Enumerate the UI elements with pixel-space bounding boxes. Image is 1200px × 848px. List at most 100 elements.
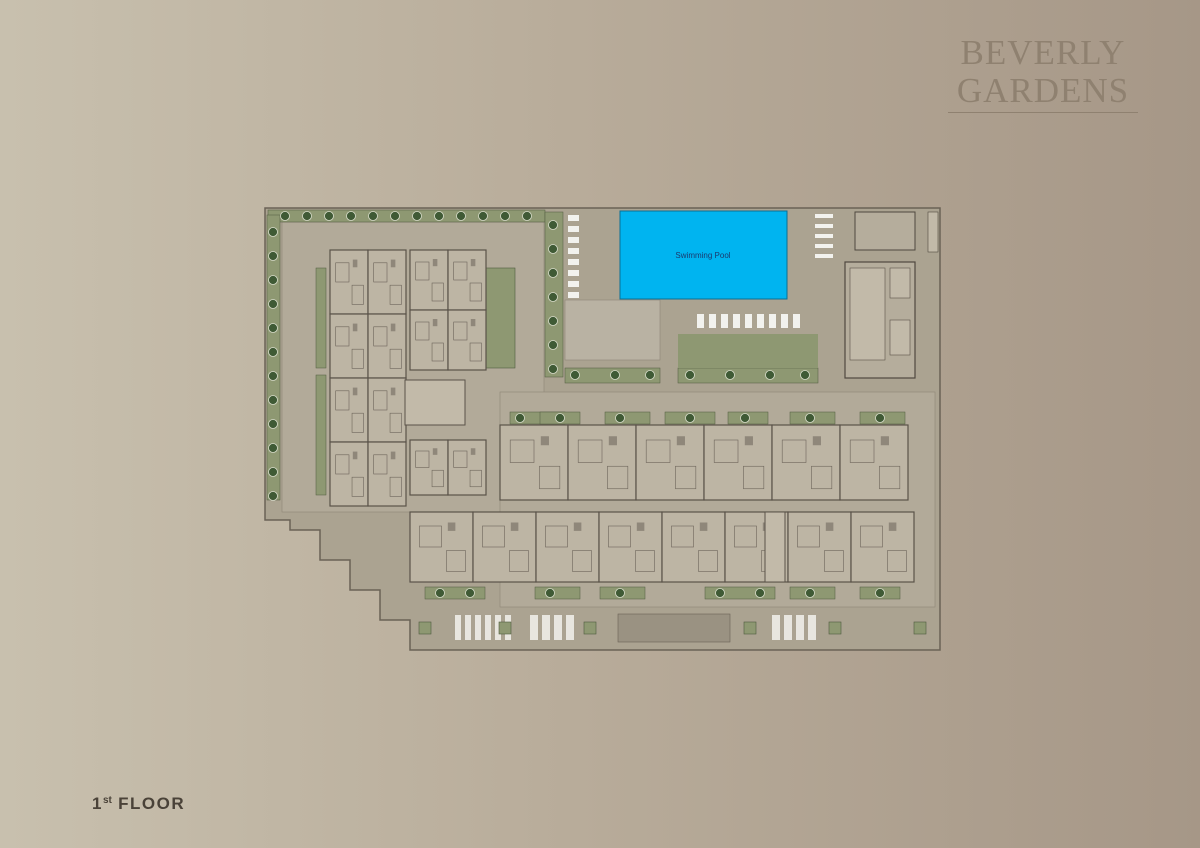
sun-lounger [568, 226, 579, 232]
furniture [447, 522, 456, 531]
tree [412, 211, 422, 221]
bedroom [577, 439, 603, 463]
sun-lounger [815, 224, 833, 228]
garden-strip [315, 374, 327, 496]
bedroom [860, 525, 883, 548]
sun-lounger [568, 237, 579, 243]
parking-area [418, 613, 927, 643]
living-room [431, 282, 444, 302]
tree [548, 268, 558, 278]
furniture [432, 259, 438, 267]
floor-word: FLOOR [118, 794, 186, 813]
living-room [469, 469, 482, 488]
tree [478, 211, 488, 221]
tree [280, 211, 290, 221]
parking-bay [465, 615, 471, 640]
tree [268, 299, 278, 309]
planter [418, 621, 432, 635]
parking-bay [455, 615, 461, 640]
planter [583, 621, 597, 635]
tree [545, 588, 555, 598]
living-room [539, 465, 561, 490]
tree [765, 370, 775, 380]
living-room [572, 550, 592, 572]
tree [548, 220, 558, 230]
tree [548, 292, 558, 302]
parking-bay [772, 615, 780, 640]
living-room [389, 412, 402, 433]
bedroom [415, 321, 430, 341]
lawn [678, 334, 818, 368]
parking-bay [617, 613, 731, 643]
floor-label: 1st FLOOR [92, 794, 185, 814]
bedroom [849, 439, 875, 463]
bedroom [419, 525, 442, 548]
tree [268, 227, 278, 237]
tree [368, 211, 378, 221]
living-room [389, 476, 402, 497]
tree [434, 211, 444, 221]
bedroom [453, 261, 468, 281]
garden-strip [424, 586, 486, 600]
tree [302, 211, 312, 221]
planter [828, 621, 842, 635]
sun-lounger [733, 314, 740, 328]
bedroom [335, 454, 350, 475]
furniture [636, 522, 645, 531]
furniture [510, 522, 519, 531]
tree [268, 323, 278, 333]
furniture [470, 319, 476, 327]
tree [268, 491, 278, 501]
sun-lounger [815, 234, 833, 238]
living-room [431, 469, 444, 488]
tree [268, 443, 278, 453]
parking-bay [485, 615, 491, 640]
living-room [351, 284, 364, 305]
bedroom [335, 326, 350, 347]
bedroom [781, 439, 807, 463]
bedroom [415, 261, 430, 281]
living-room [887, 550, 907, 572]
floor-suffix: st [102, 795, 112, 806]
parking-bay [566, 615, 574, 640]
sun-lounger [568, 248, 579, 254]
tree [268, 419, 278, 429]
tree [268, 347, 278, 357]
tree [610, 370, 620, 380]
floor-number: 1 [92, 794, 103, 813]
planter [913, 621, 927, 635]
furniture [352, 259, 358, 268]
furniture [470, 259, 476, 267]
garden-strip [604, 411, 651, 425]
tree [548, 364, 558, 374]
sun-lounger [793, 314, 800, 328]
tree [685, 370, 695, 380]
living-room [743, 465, 765, 490]
trees [268, 211, 885, 598]
bedroom [608, 525, 631, 548]
tree [324, 211, 334, 221]
garden-strip [534, 586, 581, 600]
pump-room [854, 211, 939, 253]
parking-bay [554, 615, 562, 640]
bedroom [453, 450, 468, 468]
tree [548, 316, 558, 326]
parking-bay [495, 615, 501, 640]
furniture [432, 448, 438, 455]
furniture [608, 436, 617, 446]
living-room [389, 284, 402, 305]
tree [725, 370, 735, 380]
tree [268, 395, 278, 405]
brand-line-1: BEVERLY [960, 33, 1126, 72]
stair-core [404, 379, 466, 426]
sun-lounger [721, 314, 728, 328]
brand-line-2: GARDENS [956, 71, 1130, 110]
bedroom [453, 321, 468, 341]
tree [685, 413, 695, 423]
living-room [351, 412, 364, 433]
furniture [676, 436, 685, 446]
furniture [432, 319, 438, 327]
lawn [484, 267, 516, 369]
tree [555, 413, 565, 423]
tree [645, 370, 655, 380]
